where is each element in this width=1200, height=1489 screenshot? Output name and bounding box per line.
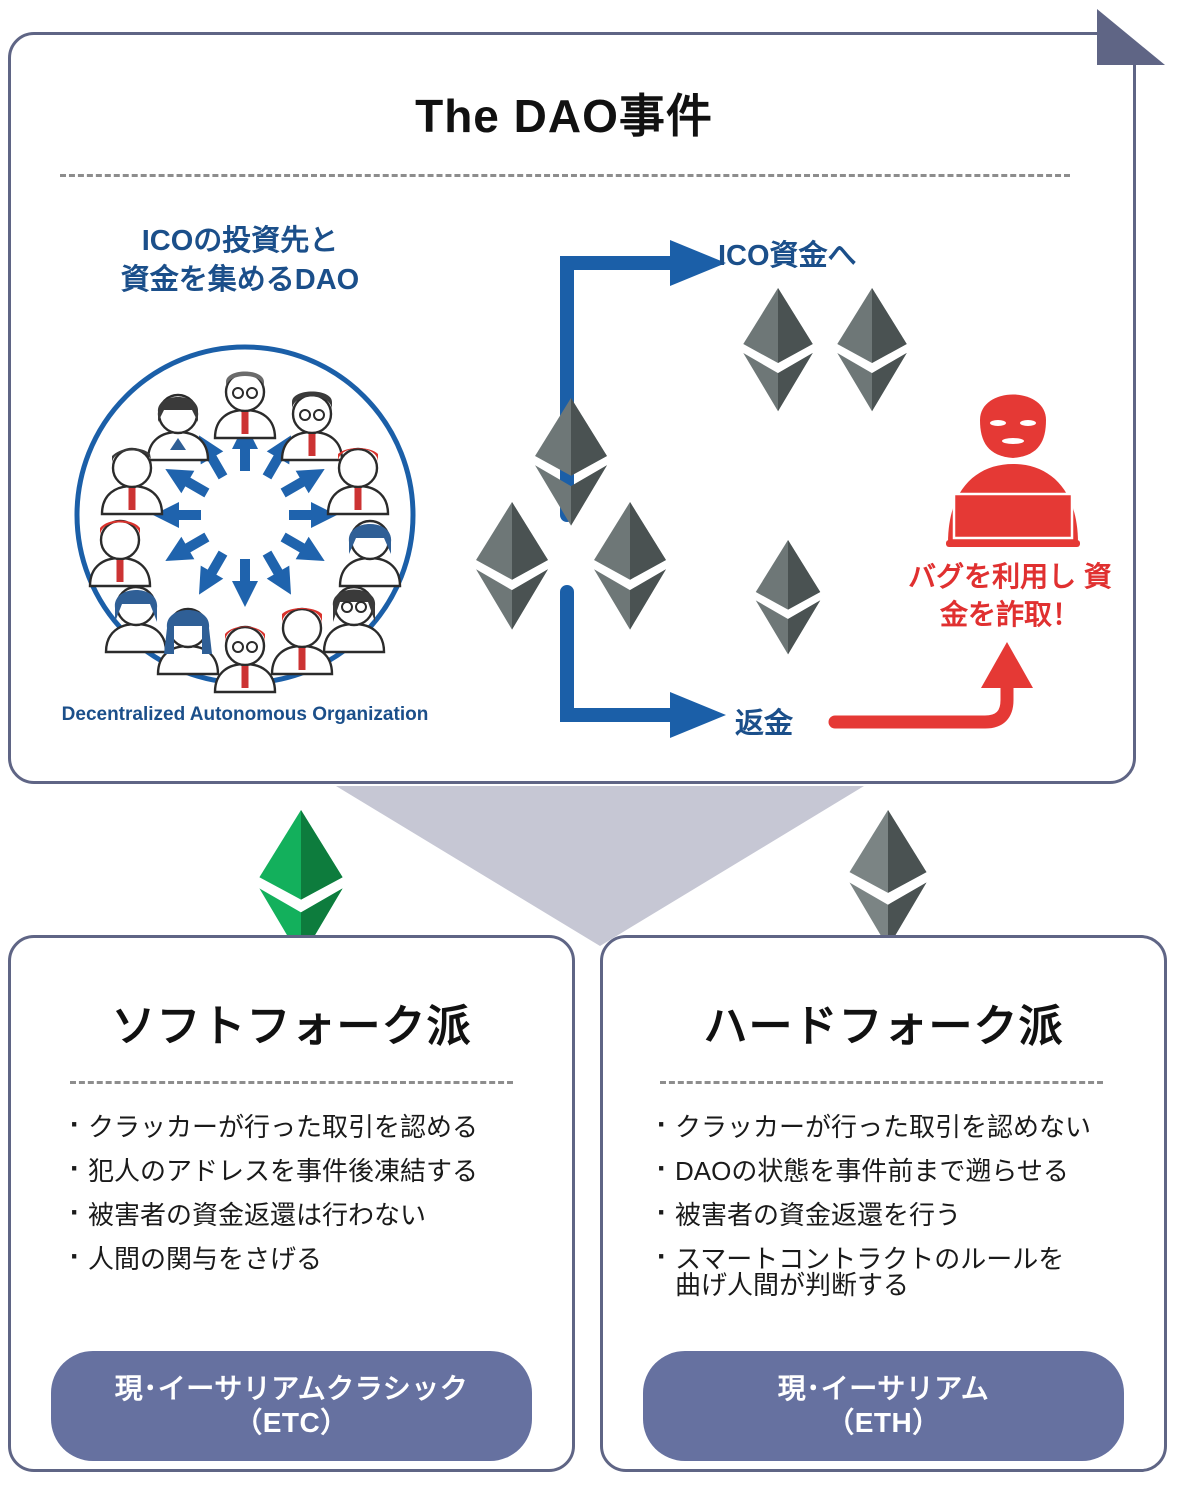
fork-split-chevron-icon xyxy=(336,786,864,946)
ico-funds-label: ICO資金へ xyxy=(718,240,857,272)
ethereum-logo-icon xyxy=(849,810,927,948)
page-title: The DAO事件 xyxy=(415,90,713,142)
hard-fork-result-badge[interactable]: 現･イーサリアム （ETH） xyxy=(643,1351,1124,1461)
eth-coin-refund xyxy=(755,540,821,655)
refund-label: 返金 xyxy=(735,708,794,740)
hacker-exploit-label: バグを利用し 資金を詐取！ xyxy=(908,561,1112,630)
dao-caption: ICOの投資先と 資金を集めるDAO xyxy=(120,225,360,297)
hacker-icon xyxy=(946,394,1080,547)
list-item: 人間の関与をさげる xyxy=(68,1242,548,1272)
hacker-steal-arrow xyxy=(828,642,1033,729)
dao-member-circle-diagram xyxy=(74,344,416,694)
list-item: スマートコントラクトのルールを 曲げ人間が判断する xyxy=(655,1242,1155,1298)
title-divider xyxy=(60,174,1070,177)
eth-coin-cluster-ico-funds xyxy=(743,288,907,412)
soft-fork-bullet-list: クラッカーが行った取引を認める 犯人のアドレスを事件後凍結する 被害者の資金返還… xyxy=(68,1110,548,1290)
dao-member-avatars xyxy=(88,371,402,694)
list-item: クラッカーが行った取引を認めない xyxy=(655,1110,1155,1140)
hard-fork-bullet-list: クラッカーが行った取引を認めない DAOの状態を事件前まで遡らせる 被害者の資金… xyxy=(655,1110,1155,1316)
list-item: DAOの状態を事件前まで遡らせる xyxy=(655,1154,1155,1184)
dao-full-name-label: Decentralized Autonomous Organization xyxy=(61,704,429,725)
soft-fork-title: ソフトフォーク派 xyxy=(111,1002,472,1051)
list-item: 被害者の資金返還は行わない xyxy=(68,1198,548,1228)
soft-fork-divider xyxy=(70,1081,513,1084)
list-item: 犯人のアドレスを事件後凍結する xyxy=(68,1154,548,1184)
list-item: クラッカーが行った取引を認める xyxy=(68,1110,548,1140)
eth-coin-cluster-center xyxy=(476,398,666,630)
list-item: 被害者の資金返還を行う xyxy=(655,1198,1155,1228)
hard-fork-title: ハードフォーク派 xyxy=(703,1002,1064,1051)
hard-fork-divider xyxy=(660,1081,1103,1084)
corner-fold-triangle-icon xyxy=(1097,9,1165,65)
soft-fork-result-badge[interactable]: 現･イーサリアムクラシック （ETC） xyxy=(51,1351,532,1461)
